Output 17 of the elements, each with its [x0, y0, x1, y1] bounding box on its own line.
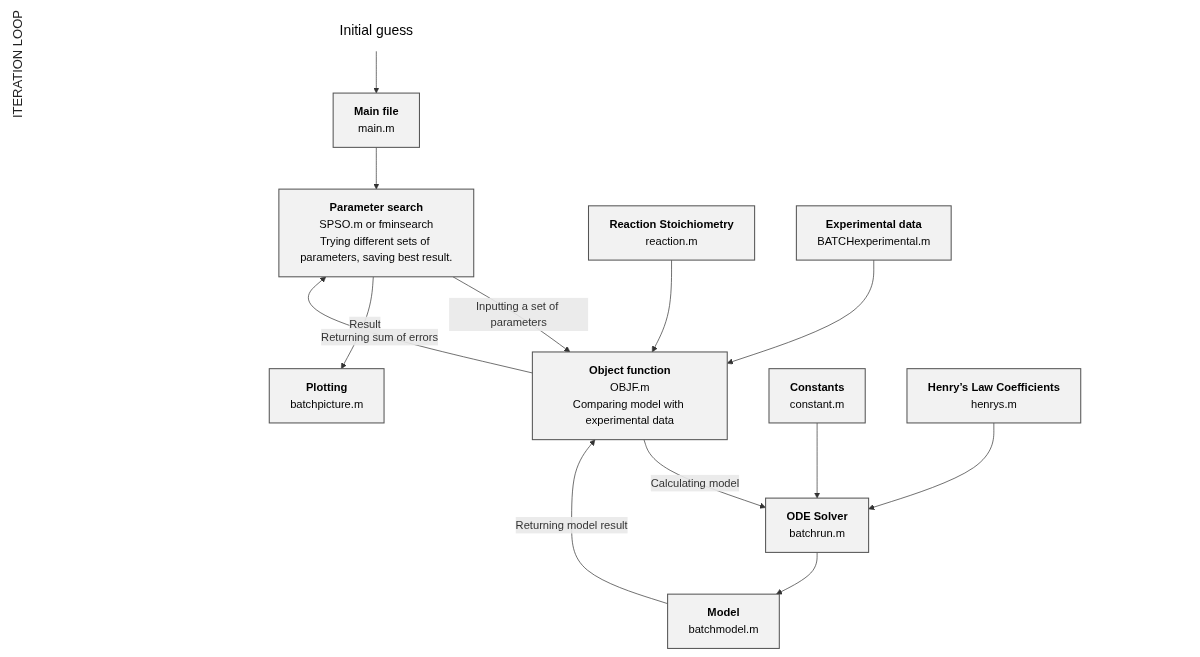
node-box: Plotting batchpicture.m — [268, 367, 385, 423]
node-box: Constants constant.m — [768, 367, 866, 423]
edge-label: Result — [349, 318, 381, 331]
node-box: Reaction Stoichiometry reaction.m — [588, 204, 756, 261]
edge-label: Calculating model — [650, 476, 740, 489]
node-box: Parameter search SPSO.m or fminsearch Trying different sets of parameters, saving best result. — [278, 188, 475, 277]
node-box: ODE Solver batchrun.m — [765, 497, 870, 553]
node-box: Henry’s Law Coefficients henrys.m — [906, 367, 1082, 423]
node-box: Main file main.m — [332, 92, 420, 148]
loop-label: ITERATION LOOP — [10, 10, 25, 119]
node-box: Object function OBJF.m Comparing model with experimental data — [531, 350, 728, 440]
node-box: Experimental data BATCHexperimental.m — [795, 204, 952, 261]
edge-label: Inputting a set of parameters — [475, 299, 559, 328]
edge-label: Returning sum of errors — [321, 330, 439, 343]
edge-label: Returning model result — [515, 518, 628, 531]
node-box: Model batchmodel.m — [667, 593, 780, 649]
node-text: Initial guess — [339, 22, 414, 38]
